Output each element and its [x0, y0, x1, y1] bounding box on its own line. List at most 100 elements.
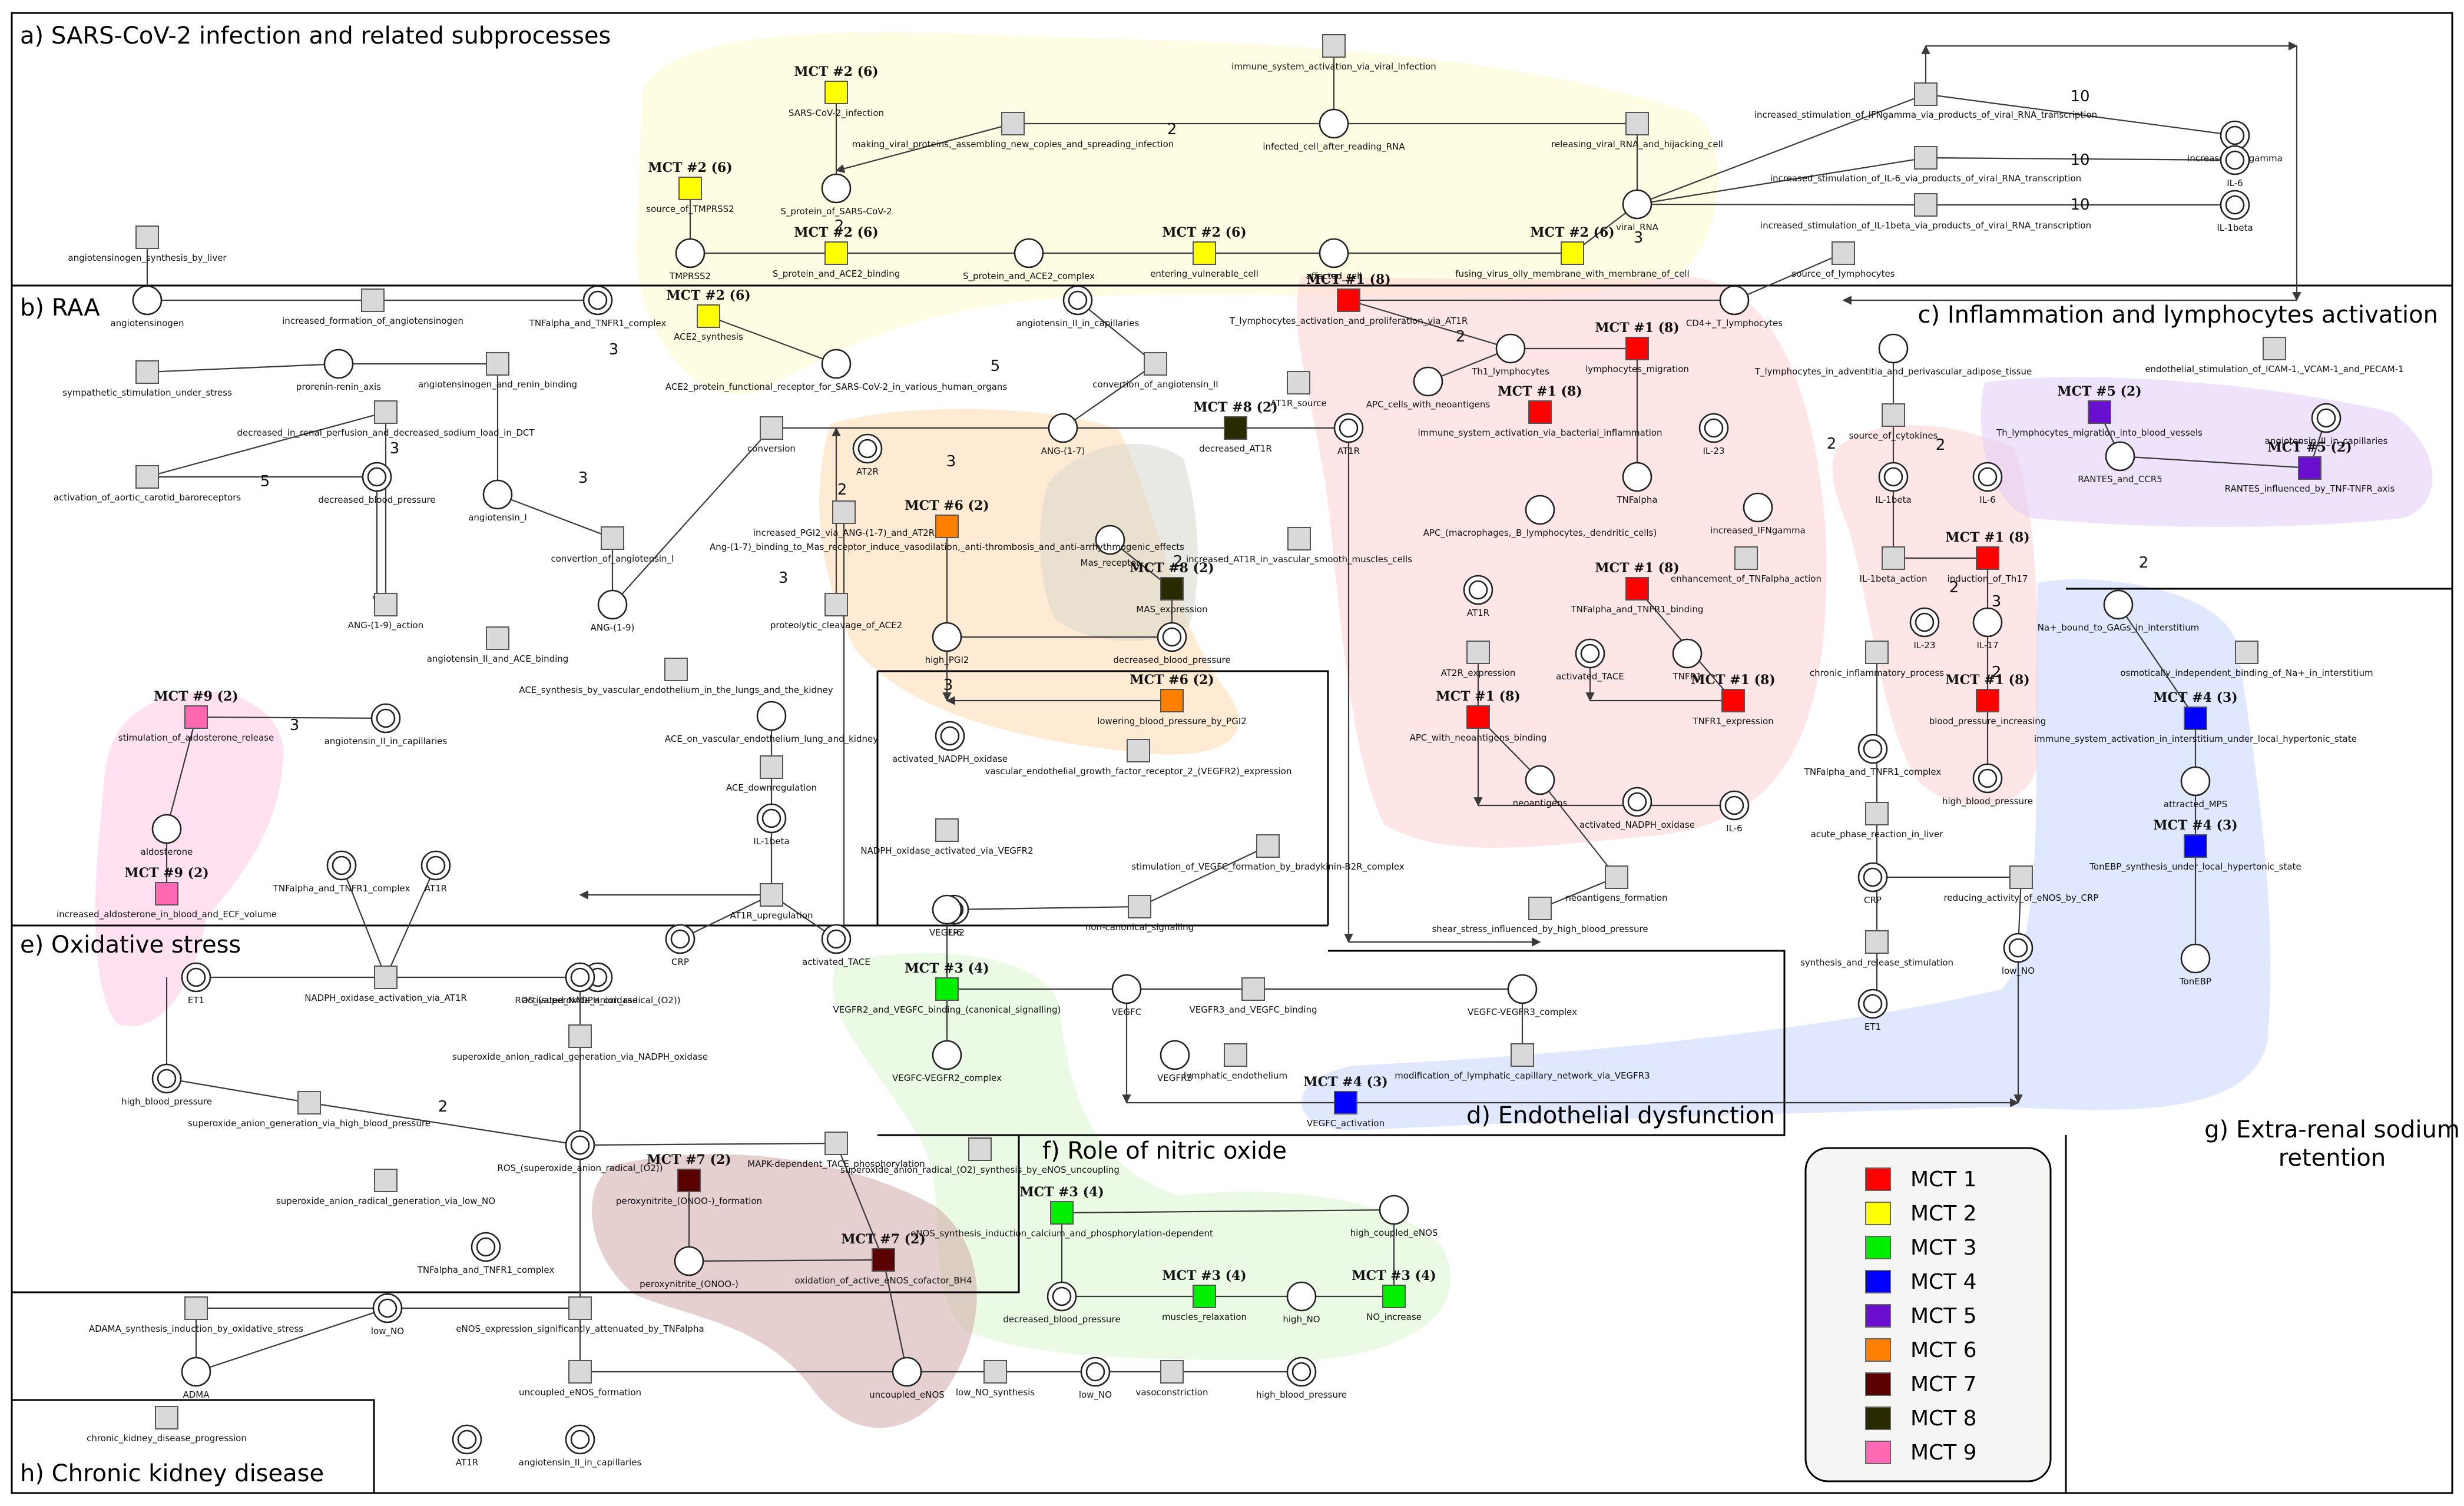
- place-node: TNFalpha_and_TNFR1_complex: [417, 1232, 554, 1276]
- transition-node: increased_PGI2_via_ANG-(1-7)_and_AT2R: [753, 500, 935, 539]
- place-node: S_protein_and_ACE2_complex: [963, 238, 1095, 282]
- place-label: high_blood_pressure: [121, 1096, 212, 1107]
- mct-membership-label: MCT #8 (2): [1130, 560, 1214, 576]
- transition-node: lymphatic_endothelium: [1184, 1043, 1287, 1082]
- place-node: neoantigens: [1513, 765, 1568, 808]
- place-label: increased_IFNgamma: [1710, 525, 1806, 536]
- transition-label: modification_of_lymphatic_capillary_netw…: [1395, 1070, 1650, 1082]
- arc: [835, 122, 1014, 173]
- place-label: TNFalpha_and_TNFR1_complex: [273, 883, 410, 894]
- transition-node: enhancement_of_TNFalpha_action: [1671, 546, 1821, 585]
- transition-label: chronic_inflammatory_process: [1810, 668, 1944, 679]
- place-node: activated_NADPH_oxidase: [892, 721, 1008, 765]
- place-label: AT1R: [1467, 608, 1489, 618]
- place-node: TonEBP: [2179, 943, 2211, 987]
- transition-label: increased_stimulation_of_IFNgamma_via_pr…: [1754, 110, 2097, 121]
- arc-weight-label: 10: [2070, 88, 2089, 105]
- region-title: a) SARS-CoV-2 infection and related subp…: [20, 22, 611, 49]
- arc-weight-label: 3: [1634, 229, 1644, 247]
- legend-label: MCT 5: [1910, 1304, 1977, 1328]
- place-node: AT2R: [852, 433, 883, 477]
- transition-label: decreased_in_renal_perfusion_and_decreas…: [237, 427, 535, 439]
- legend-swatch: [1865, 1338, 1891, 1362]
- transition-label: convertion_of_angiotensin_I: [551, 553, 674, 565]
- transition-label: acute_phase_reaction_in_liver: [1811, 829, 1944, 840]
- place-node: high_PGI2: [925, 622, 969, 666]
- legend-swatch: [1865, 1304, 1891, 1328]
- place-node: angiotensin_II_in_capillaries: [1016, 285, 1140, 329]
- place-label: affected_cell: [1306, 271, 1362, 282]
- transition-label: TNFR1_expression: [1692, 716, 1773, 727]
- place-node: ET1: [1857, 988, 1888, 1032]
- transition-node: IL-1beta_action: [1860, 546, 1928, 585]
- legend-item: MCT 9: [1865, 1441, 1977, 1465]
- transition-label: VEGFC_activation: [1307, 1118, 1385, 1129]
- place-node: angiotensin_II_in_capillaries: [519, 1424, 642, 1468]
- place-label: high_coupled_eNOS: [1350, 1228, 1438, 1239]
- region-d-left-top: [877, 670, 1329, 926]
- transition-node: Th_lymphocytes_migration_into_blood_vess…: [1996, 384, 2203, 439]
- place-label: ACE2_protein_functional_receptor_for_SAR…: [665, 382, 1007, 393]
- place-label: S_protein_of_SARS-CoV-2: [780, 206, 892, 217]
- transition-node: sympathetic_stimulation_under_stress: [62, 360, 232, 399]
- place-node: CRP: [665, 924, 696, 967]
- transition-label: increased_aldosterone_in_blood_and_ECF_v…: [57, 909, 277, 920]
- place-node: AT1R: [1333, 413, 1364, 456]
- place-label: IL-6: [2227, 178, 2243, 188]
- place-node: ACE_on_vascular_endothelium_lung_and_kid…: [665, 701, 878, 745]
- place-node: high_NO: [1283, 1281, 1320, 1325]
- place-node: TNFR1: [1673, 638, 1703, 682]
- arc: [1138, 845, 1269, 908]
- mct-membership-label: MCT #1 (8): [1945, 672, 2029, 688]
- mct-membership-label: MCT #6 (2): [905, 498, 989, 513]
- arc: [882, 1259, 910, 1373]
- transition-node: Ang-(1-7)_binding_to_Mas_receptor_induce…: [710, 498, 1184, 553]
- place-node: VEGFC-VEGFR3_complex: [1468, 974, 1577, 1018]
- arc-weight-label: 10: [2070, 151, 2089, 169]
- place-node: AT1R: [420, 850, 451, 894]
- transition-label: reducing_activity_of_eNOS_by_CRP: [1944, 893, 2099, 904]
- place-label: angiotensin_I: [468, 512, 527, 523]
- transition-label: conversion: [747, 443, 796, 454]
- place-label: IL-6: [1726, 823, 1742, 834]
- mct-membership-label: MCT #3 (4): [1019, 1185, 1104, 1200]
- transition-label: proteolytic_cleavage_of_ACE2: [770, 620, 902, 631]
- place-node: peroxynitrite_(ONOO-): [640, 1246, 738, 1290]
- transition-label: IL-1beta_action: [1860, 573, 1928, 585]
- transition-label: superoxide_anion_radical_(O2)_synthesis_…: [840, 1165, 1120, 1176]
- place-label: CD4+_T_lymphocytes: [1686, 318, 1783, 329]
- legend-label: MCT 7: [1910, 1372, 1977, 1396]
- place-label: APC_(macrophages,_B_lymphocytes,_dendrit…: [1423, 528, 1657, 539]
- arc: [1062, 363, 1156, 429]
- transition-node: immune_system_activation_via_viral_infec…: [1231, 34, 1436, 72]
- place-node: CRP: [1857, 862, 1888, 905]
- transition-node: increased_AT1R_in_vascular_smooth_muscle…: [1186, 527, 1412, 565]
- transition-node: modification_of_lymphatic_capillary_netw…: [1395, 1043, 1650, 1082]
- place-node: IL-1beta: [2217, 190, 2253, 233]
- transition-label: source_of_TMPRSS2: [646, 204, 734, 215]
- transition-node: source_of_cytokines: [1849, 403, 1938, 442]
- transition-node: increased_aldosterone_in_blood_and_ECF_v…: [57, 865, 277, 920]
- place-node: high_blood_pressure: [121, 1063, 212, 1107]
- mct9-highlight: [95, 691, 284, 1027]
- place-node: increased_IFNgamma: [1710, 492, 1806, 536]
- transition-label: neoantigens_formation: [1565, 893, 1667, 904]
- transition-node: stimulation_of_VEGFC_formation_by_bradyk…: [1131, 834, 1405, 873]
- place-node: high_blood_pressure: [1942, 763, 2033, 807]
- place-label: peroxynitrite_(ONOO-): [640, 1279, 738, 1290]
- transition-label: ACE2_synthesis: [674, 331, 743, 343]
- transition-node: endothelial_stimulation_of_ICAM-1,_VCAM-…: [2145, 337, 2404, 375]
- place-label: TNFR1: [1673, 671, 1702, 682]
- place-label: activated_NADPH_oxidase: [522, 995, 638, 1006]
- transition-label: immune_system_activation_via_bacterial_i…: [1418, 427, 1662, 439]
- transition-node: vasoconstriction: [1135, 1360, 1208, 1398]
- transition-label: AT2R_expression: [1441, 668, 1516, 679]
- legend-item: MCT 3: [1865, 1236, 1977, 1260]
- arc-weight-label: 2: [2139, 554, 2149, 572]
- region-h-box: [12, 1399, 375, 1493]
- transition-label: convertion_of_angiotensin_II: [1092, 379, 1218, 390]
- place-label: APC_cells_with_neoantigens: [1366, 399, 1491, 410]
